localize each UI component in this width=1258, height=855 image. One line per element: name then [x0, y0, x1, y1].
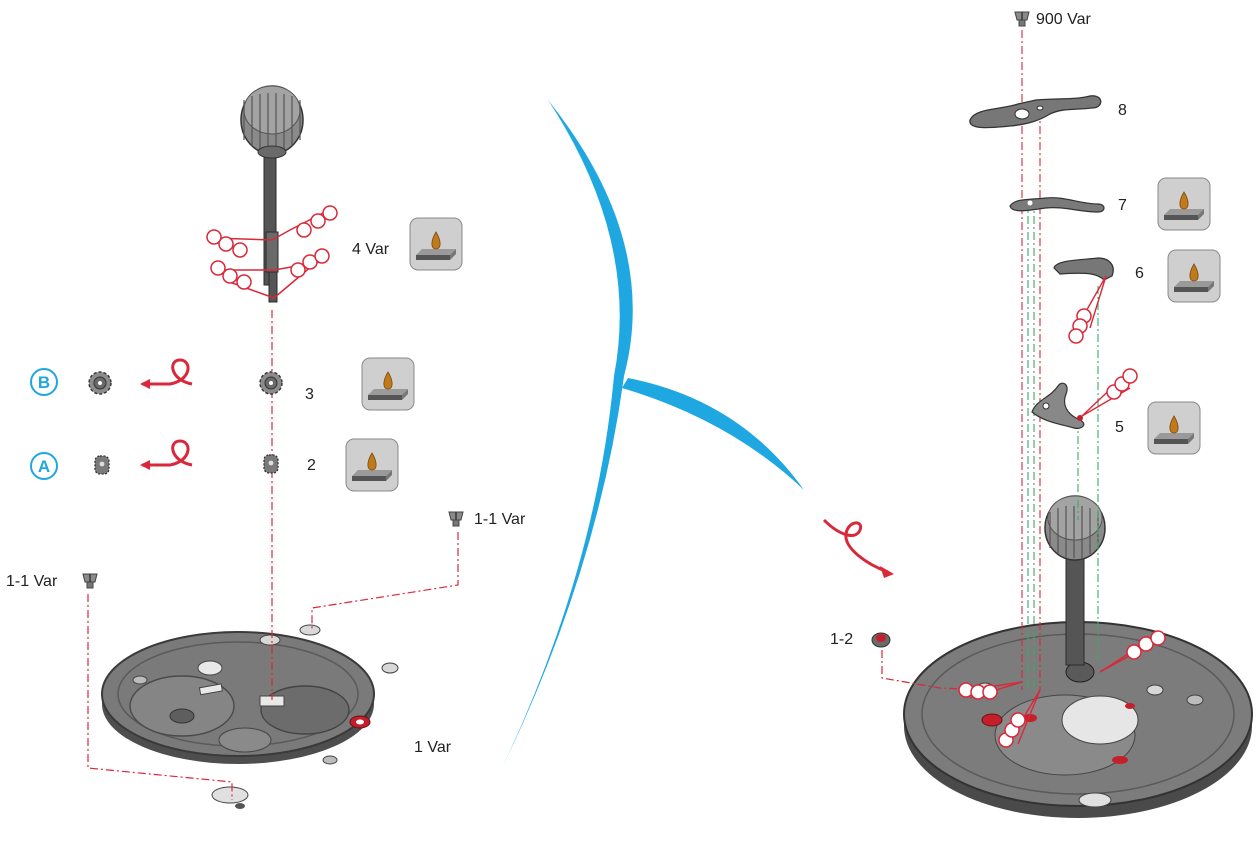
rotate-arrow-icon	[138, 358, 194, 391]
lever-part-5	[1031, 382, 1085, 429]
svg-text:A: A	[38, 457, 50, 476]
jewel-part-1-2	[871, 632, 891, 648]
label-part-8: 8	[1118, 102, 1127, 119]
crown-icon	[1044, 495, 1106, 666]
oil-lubrication-icon	[345, 438, 399, 492]
oil-lubrication-icon	[1157, 177, 1211, 231]
label-part-1-2: 1-2	[830, 631, 853, 648]
label-part-1-1-left: 1-1 Var	[6, 573, 58, 590]
part-6-callout	[1068, 275, 1107, 344]
screw-icon	[82, 573, 98, 589]
part-guide-lines	[1021, 30, 1099, 690]
label-part-5: 5	[1115, 419, 1124, 436]
oil-lubrication-icon	[1147, 401, 1201, 455]
screw-icon	[448, 511, 464, 527]
oil-lubrication-icon	[1167, 249, 1221, 303]
label-part-2: 2	[307, 457, 316, 474]
pinion-icon-b	[88, 371, 112, 395]
pinion-icon-a	[94, 455, 110, 475]
label-part-1-1-right: 1-1 Var	[474, 511, 526, 528]
oil-lubrication-icon	[409, 217, 463, 271]
screw-guide-line-left	[87, 594, 233, 800]
pinion-icon-3	[259, 371, 283, 395]
screw-guide-line-right	[311, 532, 459, 630]
label-part-7: 7	[1118, 197, 1127, 214]
plate-lubrication-callouts	[958, 630, 1166, 748]
lever-part-6	[1053, 257, 1114, 281]
rotate-arrow-icon	[822, 518, 894, 578]
lever-part-8	[969, 95, 1102, 129]
label-part-4: 4 Var	[352, 241, 390, 258]
label-part-900: 900 Var	[1036, 11, 1092, 28]
screw-icon	[1014, 11, 1030, 27]
assembled-plate	[903, 621, 1253, 818]
spring-part-7	[1009, 197, 1105, 213]
label-part-1: 1 Var	[414, 739, 452, 756]
main-plate	[101, 624, 399, 809]
variant-b-badge: B	[30, 368, 58, 396]
svg-text:B: B	[38, 373, 50, 392]
pinion-icon-2	[263, 454, 279, 474]
label-part-3: 3	[305, 386, 314, 403]
winding-stem-crown	[240, 85, 304, 303]
variant-a-badge: A	[30, 452, 58, 480]
step-divider-swoosh	[502, 100, 804, 768]
label-part-6: 6	[1135, 265, 1144, 282]
oil-lubrication-icon	[361, 357, 415, 411]
rotate-arrow-icon	[138, 439, 194, 472]
part-5-callout	[1081, 368, 1138, 417]
